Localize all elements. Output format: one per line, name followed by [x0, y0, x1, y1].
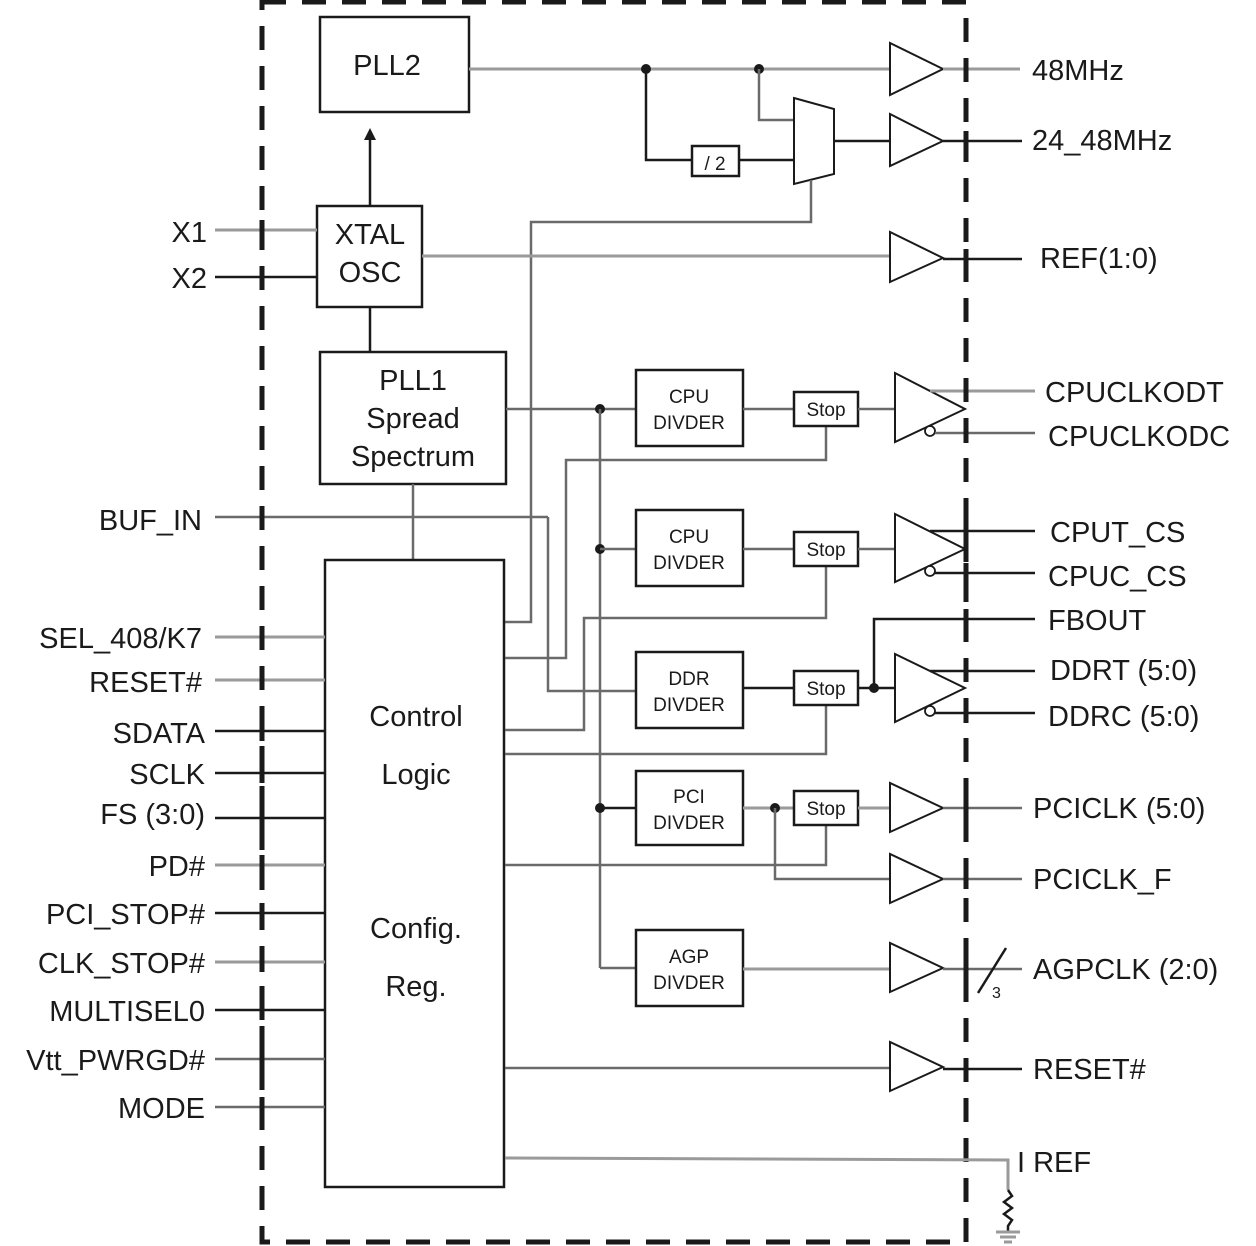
resistor-icon: [1001, 1189, 1015, 1232]
ddr-divider-block: [634, 650, 745, 730]
bus-slash-icon: [976, 947, 1008, 994]
xtal-label-1: XTAL: [335, 219, 405, 251]
input-x1: X1: [172, 217, 207, 249]
output-fbout: FBOUT: [1048, 605, 1147, 637]
input-vtt-pwrgd: Vtt_PWRGD#: [26, 1045, 205, 1077]
cpu-divider-2-label-2: DIVDER: [653, 553, 725, 574]
xtal-label-2: OSC: [339, 257, 402, 289]
buffer-agpclk: [889, 941, 946, 994]
pll2-label: PLL2: [353, 50, 421, 82]
output-pciclk: PCICLK (5:0): [1033, 793, 1205, 825]
pll1-block: [318, 350, 508, 486]
stop-block-4: [792, 789, 860, 827]
input-sclk: SCLK: [129, 759, 205, 791]
buffer-pciclk-f: [889, 852, 946, 905]
ddr-divider-label-1: DDR: [668, 669, 709, 690]
ground-icon: [996, 1230, 1020, 1244]
cpu-divider-1-label-1: CPU: [669, 387, 709, 408]
output-agpclk: AGPCLK (2:0): [1033, 954, 1218, 986]
buffer-pciclk: [889, 781, 946, 834]
cpu-divider-2-block: [634, 508, 745, 588]
output-48mhz: 48MHz: [1032, 55, 1124, 87]
control-label-2: Logic: [381, 759, 450, 791]
agp-divider-label-1: AGP: [669, 947, 709, 968]
control-logic-block: [323, 558, 506, 1189]
output-cput-cs: CPUT_CS: [1050, 517, 1185, 549]
output-24-48mhz: 24_48MHz: [1032, 125, 1172, 157]
buffer-ref: [889, 230, 946, 284]
stop-label-1: Stop: [806, 400, 845, 421]
stop-label-4: Stop: [806, 799, 845, 820]
input-buf-in: BUF_IN: [99, 505, 202, 537]
stop-block-3: [792, 669, 860, 707]
control-label-3: Config.: [370, 913, 462, 945]
input-multisel0: MULTISEL0: [49, 996, 205, 1028]
buffer-reset: [889, 1040, 946, 1093]
buffer-48mhz: [889, 41, 946, 97]
cpu-divider-1-label-2: DIVDER: [653, 413, 725, 434]
ddr-divider-label-2: DIVDER: [653, 695, 725, 716]
output-cpuclkodc: CPUCLKODC: [1048, 421, 1230, 453]
output-reset: RESET#: [1033, 1054, 1146, 1086]
stop-label-2: Stop: [806, 540, 845, 561]
input-reset: RESET#: [89, 667, 202, 699]
output-cpuclkodt: CPUCLKODT: [1045, 377, 1224, 409]
invert-bubble-icon: [924, 705, 936, 717]
control-label-1: Control: [369, 701, 463, 733]
pci-divider-label-2: DIVDER: [653, 813, 725, 834]
pin-ticks: [259, 59, 969, 1117]
output-cpuc-cs: CPUC_CS: [1048, 561, 1187, 593]
buffer-24-48mhz: [889, 112, 946, 168]
agp-divider-block: [634, 928, 745, 1008]
input-mode: MODE: [118, 1093, 205, 1125]
output-ddrc: DDRC (5:0): [1048, 701, 1199, 733]
input-fs: FS (3:0): [100, 799, 205, 831]
cpu-divider-2-label-1: CPU: [669, 527, 709, 548]
invert-bubble-icon: [924, 565, 936, 577]
input-x2: X2: [172, 263, 207, 295]
pci-divider-block: [634, 769, 745, 847]
divide-by-2-label: / 2: [704, 154, 725, 175]
pll1-label-1: PLL1: [379, 365, 447, 397]
agp-divider-label-2: DIVDER: [653, 973, 725, 994]
cpu-divider-1-block: [634, 368, 745, 448]
mux: [793, 96, 835, 186]
output-ddrt: DDRT (5:0): [1050, 655, 1197, 687]
pll2-block: [318, 15, 471, 114]
pll1-label-3: Spectrum: [351, 441, 475, 473]
invert-bubble-icon: [924, 425, 936, 437]
input-sdata: SDATA: [113, 718, 206, 750]
input-pd: PD#: [149, 851, 205, 883]
input-pci-stop: PCI_STOP#: [46, 899, 205, 931]
arrow-head-icon: [364, 128, 376, 140]
input-clk-stop: CLK_STOP#: [38, 948, 205, 980]
pci-divider-label-1: PCI: [673, 787, 705, 808]
pll1-label-2: Spread: [366, 403, 460, 435]
output-iref: I REF: [1017, 1147, 1091, 1179]
output-ref: REF(1:0): [1040, 243, 1158, 275]
stop-label-3: Stop: [806, 679, 845, 700]
control-label-4: Reg.: [385, 971, 446, 1003]
input-sel-408-k7: SEL_408/K7: [39, 623, 202, 655]
output-pciclk-f: PCICLK_F: [1033, 864, 1172, 896]
bus-width-label: 3: [992, 985, 1001, 1002]
